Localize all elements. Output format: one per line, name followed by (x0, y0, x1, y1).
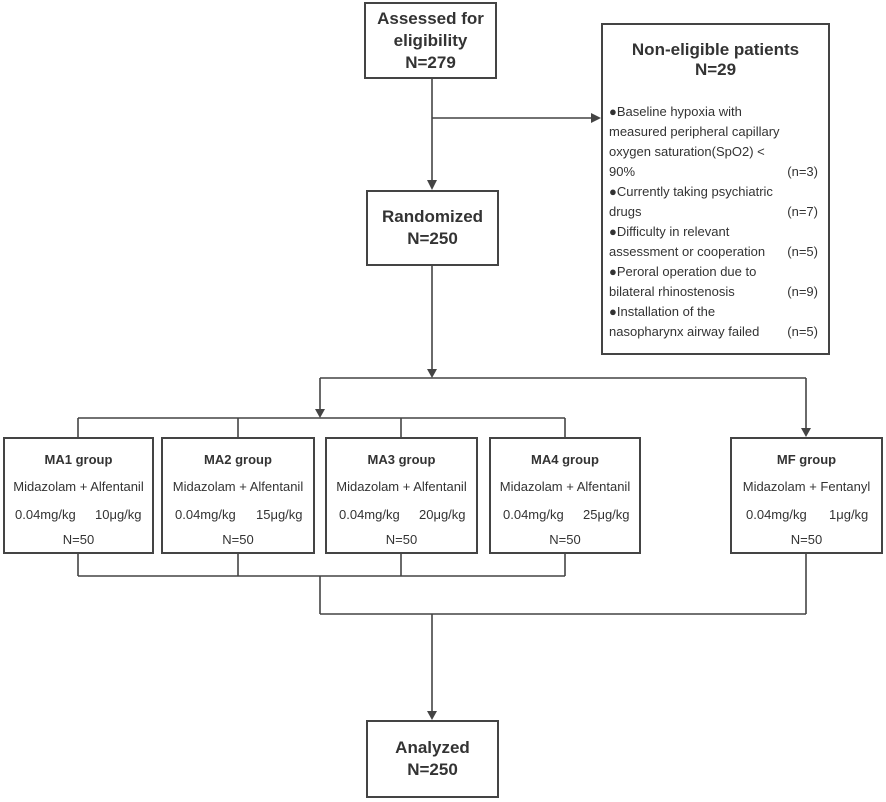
non-eligible-item: ●Difficulty in relevant assessment or co… (609, 222, 822, 262)
randomized-label: Randomized (381, 207, 484, 226)
group-title: MA4 group (531, 452, 599, 467)
non-eligible-item: ●Peroral operation due to bilateral rhin… (609, 262, 822, 302)
analyzed-n: N=250 (407, 760, 458, 779)
arrow-to-split (427, 369, 437, 378)
non-eligible-list: ●Baseline hypoxia with measured peripher… (609, 102, 822, 342)
group-dose-opioid: 1μg/kg (829, 507, 869, 522)
non-eligible-item: ●Installation of the nasopharynx airway … (609, 302, 822, 342)
group-drug: Midazolam + Alfentanil (499, 479, 631, 494)
group-dose-midazolam: 0.04mg/kg (175, 507, 236, 522)
group-drug: Midazolam + Alfentanil (13, 479, 144, 494)
arrow-to-mf (801, 428, 811, 437)
non-eligible-item-count: (n=9) (787, 284, 818, 299)
group-drug: Midazolam + Alfentanil (336, 479, 467, 494)
non-eligible-item-text: ●Difficulty in relevant assessment or co… (609, 224, 766, 259)
randomized-box: Randomized N=250 (366, 190, 499, 266)
assessed-box: Assessed for eligibility N=279 (364, 2, 497, 79)
group-box-ma4: MA4 group Midazolam + Alfentanil 0.04mg/… (489, 437, 641, 554)
arrow-to-non-eligible (591, 113, 601, 123)
arrow-to-ma-bracket (315, 409, 325, 418)
group-drug: Midazolam + Fentanyl (742, 479, 871, 494)
non-eligible-item-count: (n=5) (787, 244, 818, 259)
group-dose-midazolam: 0.04mg/kg (15, 507, 76, 522)
arrow-to-analyzed (427, 711, 437, 720)
group-dose-opioid: 10μg/kg (95, 507, 142, 522)
group-box-ma1: MA1 group Midazolam + Alfentanil 0.04mg/… (3, 437, 154, 554)
non-eligible-item-text: ●Baseline hypoxia with measured peripher… (609, 104, 780, 179)
group-n: N=50 (222, 532, 254, 547)
group-dose-midazolam: 0.04mg/kg (339, 507, 400, 522)
group-box-ma3: MA3 group Midazolam + Alfentanil 0.04mg/… (325, 437, 478, 554)
analyzed-label: Analyzed (395, 738, 470, 757)
non-eligible-item-count: (n=3) (787, 164, 818, 179)
non-eligible-item-count: (n=7) (787, 204, 818, 219)
group-box-mf: MF group Midazolam + Fentanyl 0.04mg/kg … (730, 437, 883, 554)
group-dose-opioid: 15μg/kg (256, 507, 303, 522)
group-title: MF group (776, 452, 837, 467)
randomized-n: N=250 (407, 229, 458, 248)
group-box-ma2: MA2 group Midazolam + Alfentanil 0.04mg/… (161, 437, 315, 554)
group-dose-opioid: 25μg/kg (583, 507, 630, 522)
non-eligible-box: Non-eligible patients N=29 ●Baseline hyp… (601, 23, 830, 355)
non-eligible-title-block: Non-eligible patients N=29 (603, 40, 828, 80)
group-dose-midazolam: 0.04mg/kg (503, 507, 564, 522)
non-eligible-title: Non-eligible patients (631, 40, 800, 59)
assessed-n: N=279 (405, 52, 456, 72)
group-n: N=50 (385, 532, 418, 547)
non-eligible-item-count: (n=5) (787, 324, 818, 339)
group-drug: Midazolam + Alfentanil (172, 479, 304, 494)
group-dose-midazolam: 0.04mg/kg (746, 507, 807, 522)
arrow-to-randomized (427, 180, 437, 190)
analyzed-box: Analyzed N=250 (366, 720, 499, 798)
non-eligible-item: ●Baseline hypoxia with measured peripher… (609, 102, 822, 182)
non-eligible-item-text: ●Installation of the nasopharynx airway … (609, 304, 760, 339)
non-eligible-n: N=29 (694, 60, 737, 79)
assessed-line1: Assessed for (377, 8, 484, 28)
group-title: MA1 group (44, 452, 113, 467)
non-eligible-item-text: ●Currently taking psychiatric drugs (609, 184, 773, 219)
non-eligible-item-text: ●Peroral operation due to bilateral rhin… (609, 264, 757, 299)
group-title: MA3 group (367, 452, 436, 467)
group-n: N=50 (790, 532, 823, 547)
group-dose-opioid: 20μg/kg (419, 507, 466, 522)
group-n: N=50 (549, 532, 581, 547)
group-title: MA2 group (204, 452, 272, 467)
non-eligible-item: ●Currently taking psychiatric drugs (n=7… (609, 182, 822, 222)
assessed-line2: eligibility (393, 30, 468, 50)
group-n: N=50 (62, 532, 95, 547)
